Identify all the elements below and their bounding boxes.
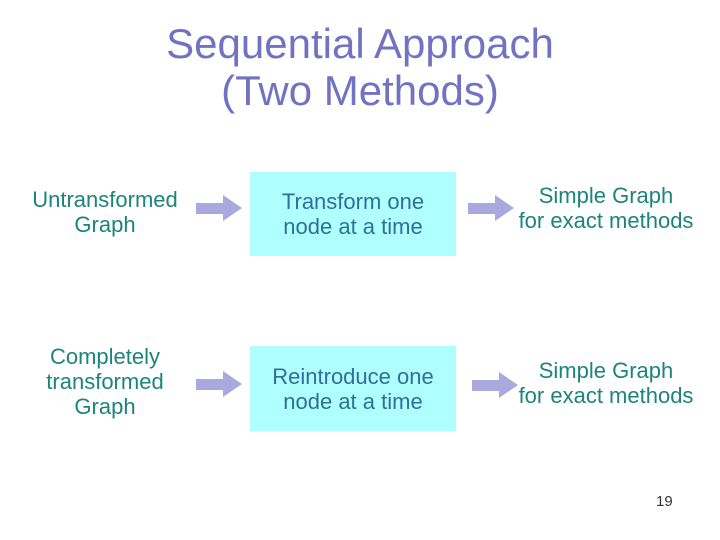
process-box-row2: Reintroduce one node at a time xyxy=(250,346,456,431)
slide-title: Sequential Approach (Two Methods) xyxy=(166,20,554,114)
source-label-row2: Completely transformed Graph xyxy=(46,344,164,419)
flow-arrow-icon xyxy=(196,371,242,397)
flow-arrow-icon xyxy=(196,195,242,221)
flow-arrow-icon xyxy=(468,195,514,221)
process-label-row1: Transform one node at a time xyxy=(281,189,425,239)
process-box-row1: Transform one node at a time xyxy=(250,172,456,256)
result-label-row2: Simple Graph for exact methods xyxy=(518,358,694,408)
flow-arrow-icon xyxy=(472,372,518,398)
result-label-row1: Simple Graph for exact methods xyxy=(518,183,694,233)
process-label-row2: Reintroduce one node at a time xyxy=(272,363,434,414)
page-number: 19 xyxy=(656,493,673,510)
source-label-row1: Untransformed Graph xyxy=(32,187,178,237)
